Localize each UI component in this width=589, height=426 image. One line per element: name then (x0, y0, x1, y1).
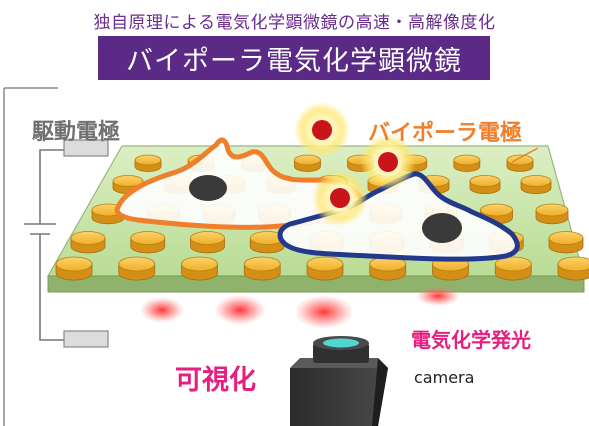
subtitle: 独自原理による電気化学顕微鏡の高速・高解像度化 (93, 13, 496, 33)
bipolar-electrode (70, 231, 106, 254)
luminescent-particle-icon (360, 134, 416, 190)
bipolar-electrode (520, 175, 552, 195)
emission-spots (140, 286, 460, 329)
bipolar-electrode (306, 256, 344, 281)
camera-label: camera (414, 368, 475, 387)
drive-electrode-terminal-icon (63, 139, 109, 348)
luminescent-particle-icon (312, 170, 368, 226)
title-banner: バイポーラ電気化学顕微鏡 (98, 36, 490, 80)
cell-nucleus-icon (189, 175, 227, 201)
electrochemiluminescence-label: 電気化学発光 (411, 328, 531, 352)
title: バイポーラ電気化学顕微鏡 (126, 45, 462, 77)
bipolar-electrode (535, 203, 569, 225)
visualization-label: 可視化 (175, 365, 256, 396)
bipolar-electrode (506, 154, 534, 172)
cell-nucleus-icon (422, 213, 462, 243)
bipolar-electrode (55, 256, 93, 281)
bipolar-electrode (469, 175, 501, 195)
bipolar-electrode (294, 154, 321, 172)
bipolar-electrode (453, 154, 481, 172)
cell-orange (114, 137, 365, 230)
drive-circuit (24, 149, 66, 341)
bipolar-electrode (557, 256, 589, 281)
drive-electrode-label: 駆動電極 (32, 120, 121, 145)
bipolar-electrode-label: バイポーラ電極 (368, 121, 523, 146)
bipolar-electrode (369, 256, 407, 281)
bipolar-electrode (181, 256, 218, 281)
bipolar-electrode (243, 256, 281, 281)
camera-icon (290, 336, 388, 426)
cell-blue (277, 171, 520, 262)
luminescent-particle-icon (294, 102, 350, 158)
bipolar-electrode (548, 231, 584, 254)
bipolar-electrode (130, 231, 166, 254)
luminescent-particles (294, 102, 416, 226)
bipolar-electrode (118, 256, 156, 281)
bipolar-electrode (494, 256, 532, 281)
bipolar-electrode (190, 231, 225, 254)
bipolar-electrode (134, 154, 162, 172)
